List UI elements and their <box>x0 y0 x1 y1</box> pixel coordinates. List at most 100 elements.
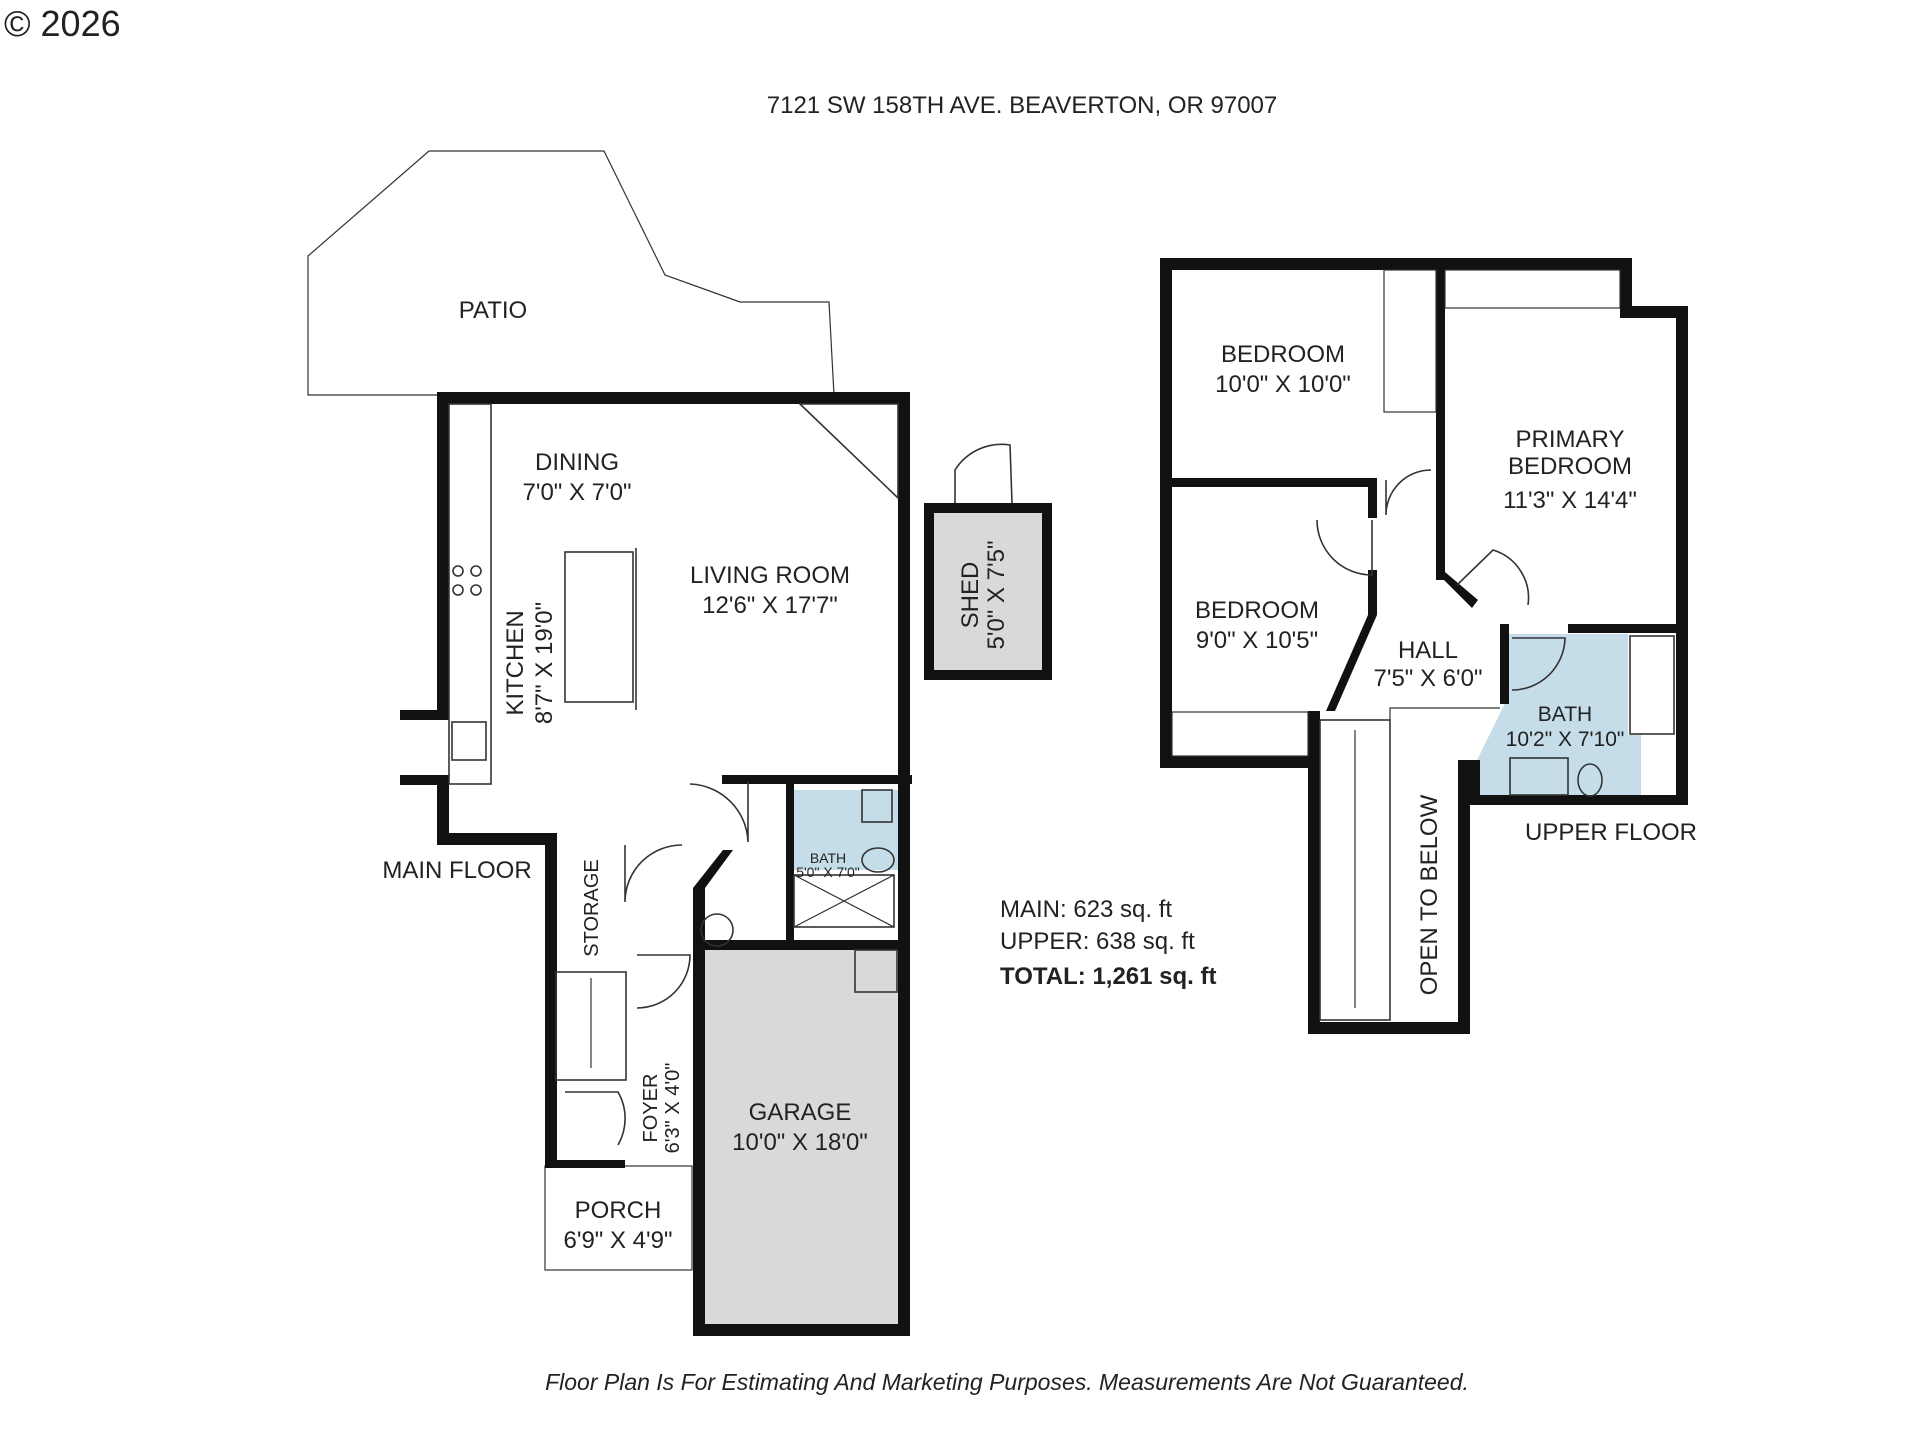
wall <box>705 940 910 950</box>
door-swing <box>1385 469 1432 516</box>
label-bedroom-2: BEDROOM <box>1195 597 1319 624</box>
wall <box>693 850 733 930</box>
bath-sink <box>861 789 893 823</box>
wall <box>1500 624 1509 704</box>
corner-stair <box>798 403 899 500</box>
stove-burner <box>452 584 464 596</box>
stove-burner <box>470 584 482 596</box>
label-living: LIVING ROOM <box>690 562 850 589</box>
toilet <box>861 847 895 873</box>
wall <box>1042 503 1052 680</box>
label-primary-l1: PRIMARY <box>1516 426 1625 453</box>
label-hall: HALL <box>1398 637 1458 664</box>
label-dining: DINING <box>535 449 619 476</box>
label-garage-dim: 10'0" X 18'0" <box>732 1129 868 1156</box>
door-swing <box>954 443 1013 504</box>
shower <box>793 874 895 928</box>
label-foyer-dim: 6'3" X 4'0" <box>662 1063 684 1154</box>
stove-burner <box>470 565 482 577</box>
label-upper-bath-dim: 10'2" X 7'10" <box>1506 728 1625 751</box>
label-bedroom-1: BEDROOM <box>1221 341 1345 368</box>
garage-cabinet <box>854 949 898 993</box>
garage-fill <box>705 945 903 1330</box>
wall <box>1160 258 1632 270</box>
label-bedroom-1-dim: 10'0" X 10'0" <box>1215 371 1351 398</box>
water-heater <box>700 913 734 947</box>
wall <box>722 775 912 784</box>
wall <box>1458 795 1686 805</box>
area-main: MAIN: 623 sq. ft <box>1000 896 1172 923</box>
wall <box>1436 270 1445 580</box>
wall <box>545 833 557 1166</box>
closet <box>1383 269 1437 413</box>
door-swing <box>1316 519 1373 576</box>
door-swing <box>1456 549 1530 606</box>
label-kitchen: KITCHEN <box>502 610 529 715</box>
label-patio: PATIO <box>459 297 527 324</box>
area-upper: UPPER: 638 sq. ft <box>1000 928 1195 955</box>
wall <box>693 1324 910 1336</box>
door-swing <box>636 954 691 1009</box>
bathtub <box>1629 635 1675 735</box>
label-hall-dim: 7'5" X 6'0" <box>1374 665 1483 692</box>
wall <box>1172 478 1372 487</box>
label-main-bath-dim: 5'0" X 7'0" <box>796 864 860 880</box>
door-swing <box>565 1091 626 1146</box>
storage-stairs <box>555 971 627 1081</box>
label-dining-dim: 7'0" X 7'0" <box>523 479 632 506</box>
area-total: TOTAL: 1,261 sq. ft <box>1000 963 1217 990</box>
closet <box>1171 711 1309 757</box>
wall <box>1436 572 1478 608</box>
wall <box>924 670 1052 680</box>
label-garage: GARAGE <box>749 1099 852 1126</box>
wall <box>1368 478 1377 518</box>
wall <box>693 930 705 1336</box>
stove-burner <box>452 565 464 577</box>
wall <box>1458 760 1480 800</box>
label-shed-dim: 5'0" X 7'5" <box>983 541 1010 650</box>
label-open-to-below: OPEN TO BELOW <box>1416 794 1443 995</box>
kitchen-sink <box>451 721 487 761</box>
label-primary-dim: 11'3" X 14'4" <box>1503 487 1637 514</box>
label-living-dim: 12'6" X 17'7" <box>702 592 838 619</box>
disclaimer: Floor Plan Is For Estimating And Marketi… <box>545 1369 1469 1395</box>
label-porch: PORCH <box>575 1197 662 1224</box>
wall <box>437 392 449 718</box>
wall <box>786 784 794 940</box>
wall <box>1458 795 1470 1034</box>
wall <box>437 833 557 845</box>
wall <box>437 775 449 845</box>
kitchen-island <box>564 551 634 703</box>
wall <box>1676 306 1688 805</box>
wall <box>1160 756 1316 768</box>
label-porch-dim: 6'9" X 4'9" <box>564 1227 673 1254</box>
property-address: 7121 SW 158TH AVE. BEAVERTON, OR 97007 <box>767 92 1277 119</box>
wall <box>924 503 934 680</box>
wall <box>437 392 910 404</box>
hall-stairs <box>1319 719 1391 1021</box>
label-shed: SHED <box>957 562 984 629</box>
label-kitchen-dim: 8'7" X 19'0" <box>531 602 558 724</box>
wall <box>924 503 1052 513</box>
wall <box>1308 711 1320 768</box>
wall <box>1620 258 1632 306</box>
wall <box>1568 624 1688 633</box>
door-swing <box>1511 637 1566 691</box>
wall <box>400 710 449 720</box>
door-swing <box>689 782 749 843</box>
bath-vanity <box>1509 757 1569 796</box>
wall <box>1308 1022 1470 1034</box>
label-storage: STORAGE <box>581 859 603 956</box>
wall <box>545 1160 625 1168</box>
shower-x <box>793 874 895 928</box>
label-foyer: FOYER <box>640 1074 662 1143</box>
main-floor-plan <box>307 150 1052 1336</box>
stair-rail <box>1389 707 1500 720</box>
label-main-bath: BATH <box>810 850 846 866</box>
upper-floor-plan <box>1160 258 1688 1034</box>
copyright: © 2026 <box>4 3 121 44</box>
wall <box>1326 570 1377 711</box>
wall <box>1160 258 1172 768</box>
wall <box>1308 756 1320 1034</box>
